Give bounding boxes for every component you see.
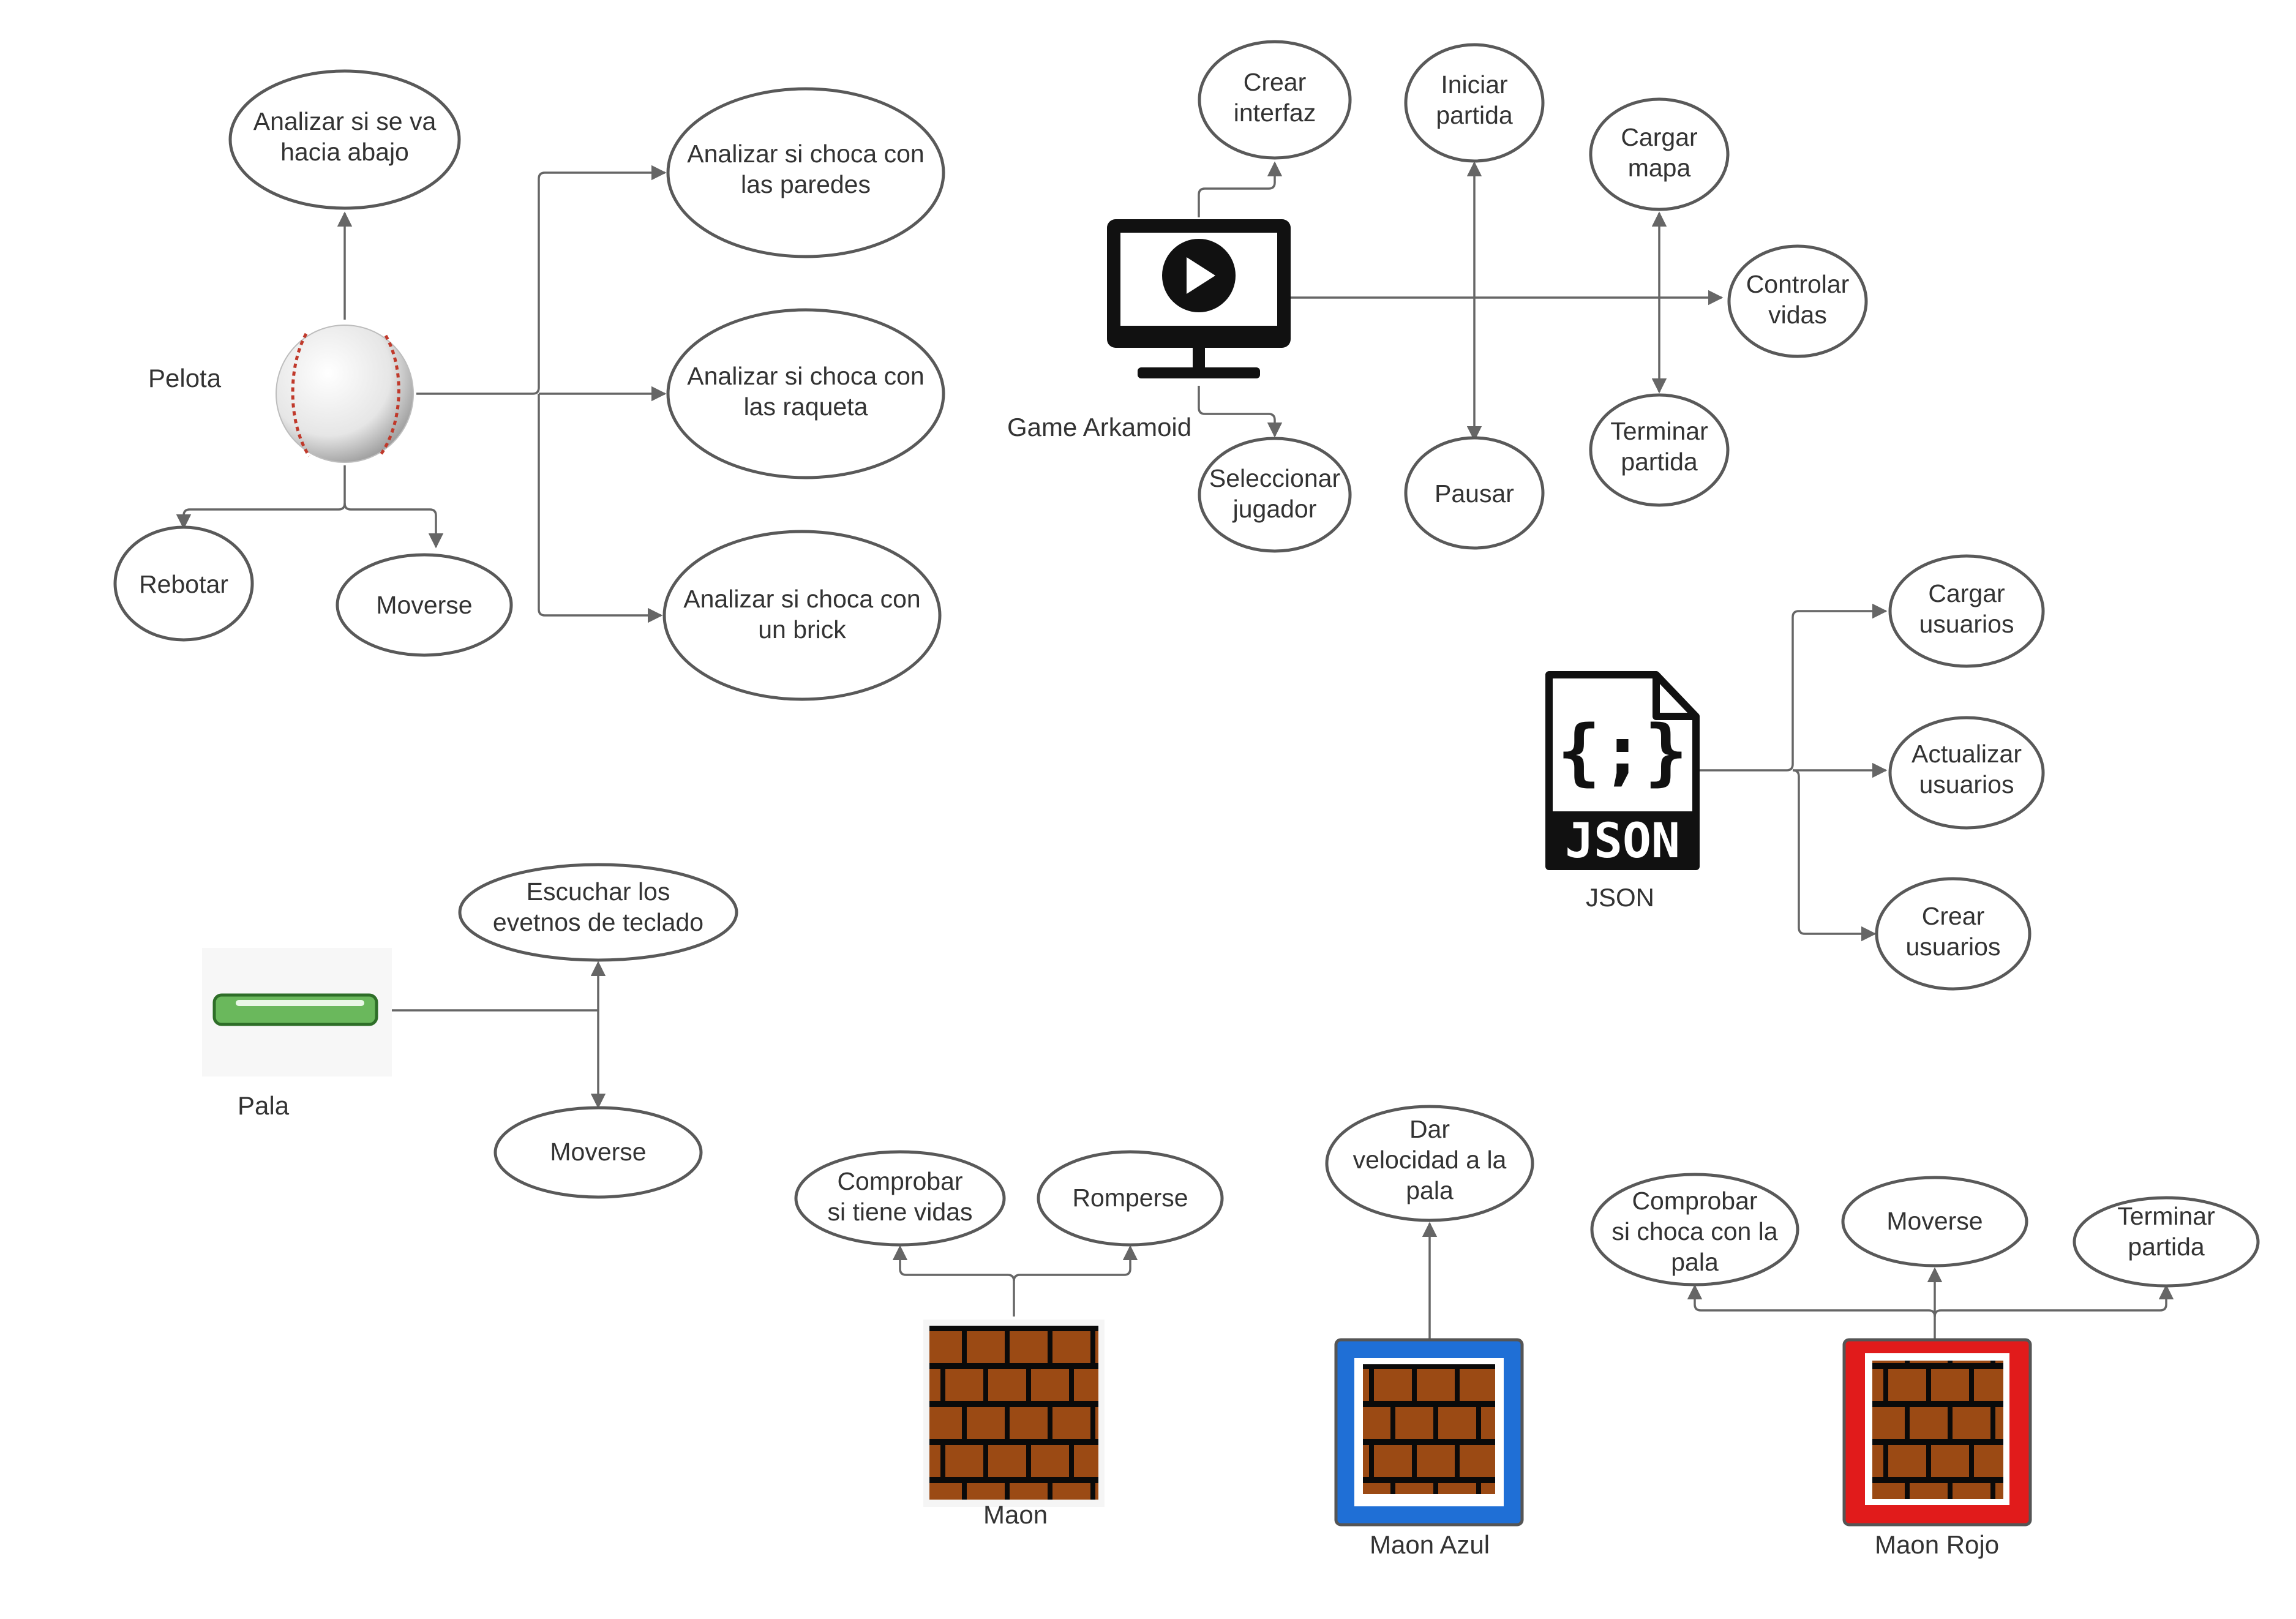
- svg-text:JSON: JSON: [1565, 814, 1680, 869]
- svg-text:{;}: {;}: [1557, 709, 1687, 794]
- json-file-icon: JSON {;}: [1545, 671, 1700, 870]
- node-pelota-rebotar: Rebotar: [113, 525, 254, 642]
- monitor-play-icon: [1107, 219, 1291, 378]
- paddle-icon: [202, 948, 392, 1076]
- node-pala-moverse: Moverse: [493, 1106, 703, 1199]
- connectors: [176, 161, 2174, 1339]
- maon-rojo-label: Maon Rojo: [1875, 1530, 1999, 1559]
- game-label: Game Arkamoid: [1007, 413, 1191, 441]
- baseball-icon: [276, 325, 414, 463]
- svg-text:Romperse: Romperse: [1072, 1184, 1188, 1212]
- node-rojo-moverse: Moverse: [1841, 1176, 2028, 1268]
- json-label: JSON: [1586, 883, 1654, 912]
- red-brick-icon: [1842, 1338, 2032, 1527]
- node-pelota-moverse: Moverse: [336, 553, 513, 657]
- maon-label: Maon: [983, 1500, 1048, 1529]
- svg-text:Moverse: Moverse: [550, 1138, 646, 1166]
- svg-text:Pausar: Pausar: [1435, 479, 1514, 508]
- pelota-label: Pelota: [148, 364, 222, 393]
- brick-icon: [923, 1320, 1105, 1507]
- maon-azul-label: Maon Azul: [1370, 1530, 1490, 1559]
- svg-text:Moverse: Moverse: [1886, 1207, 1983, 1235]
- svg-text:Rebotar: Rebotar: [139, 570, 228, 598]
- node-game-pausar: Pausar: [1404, 436, 1545, 550]
- node-maon-romperse: Romperse: [1037, 1150, 1224, 1247]
- blue-brick-icon: [1334, 1338, 1524, 1527]
- svg-text:Moverse: Moverse: [376, 591, 472, 619]
- pala-label: Pala: [238, 1091, 290, 1120]
